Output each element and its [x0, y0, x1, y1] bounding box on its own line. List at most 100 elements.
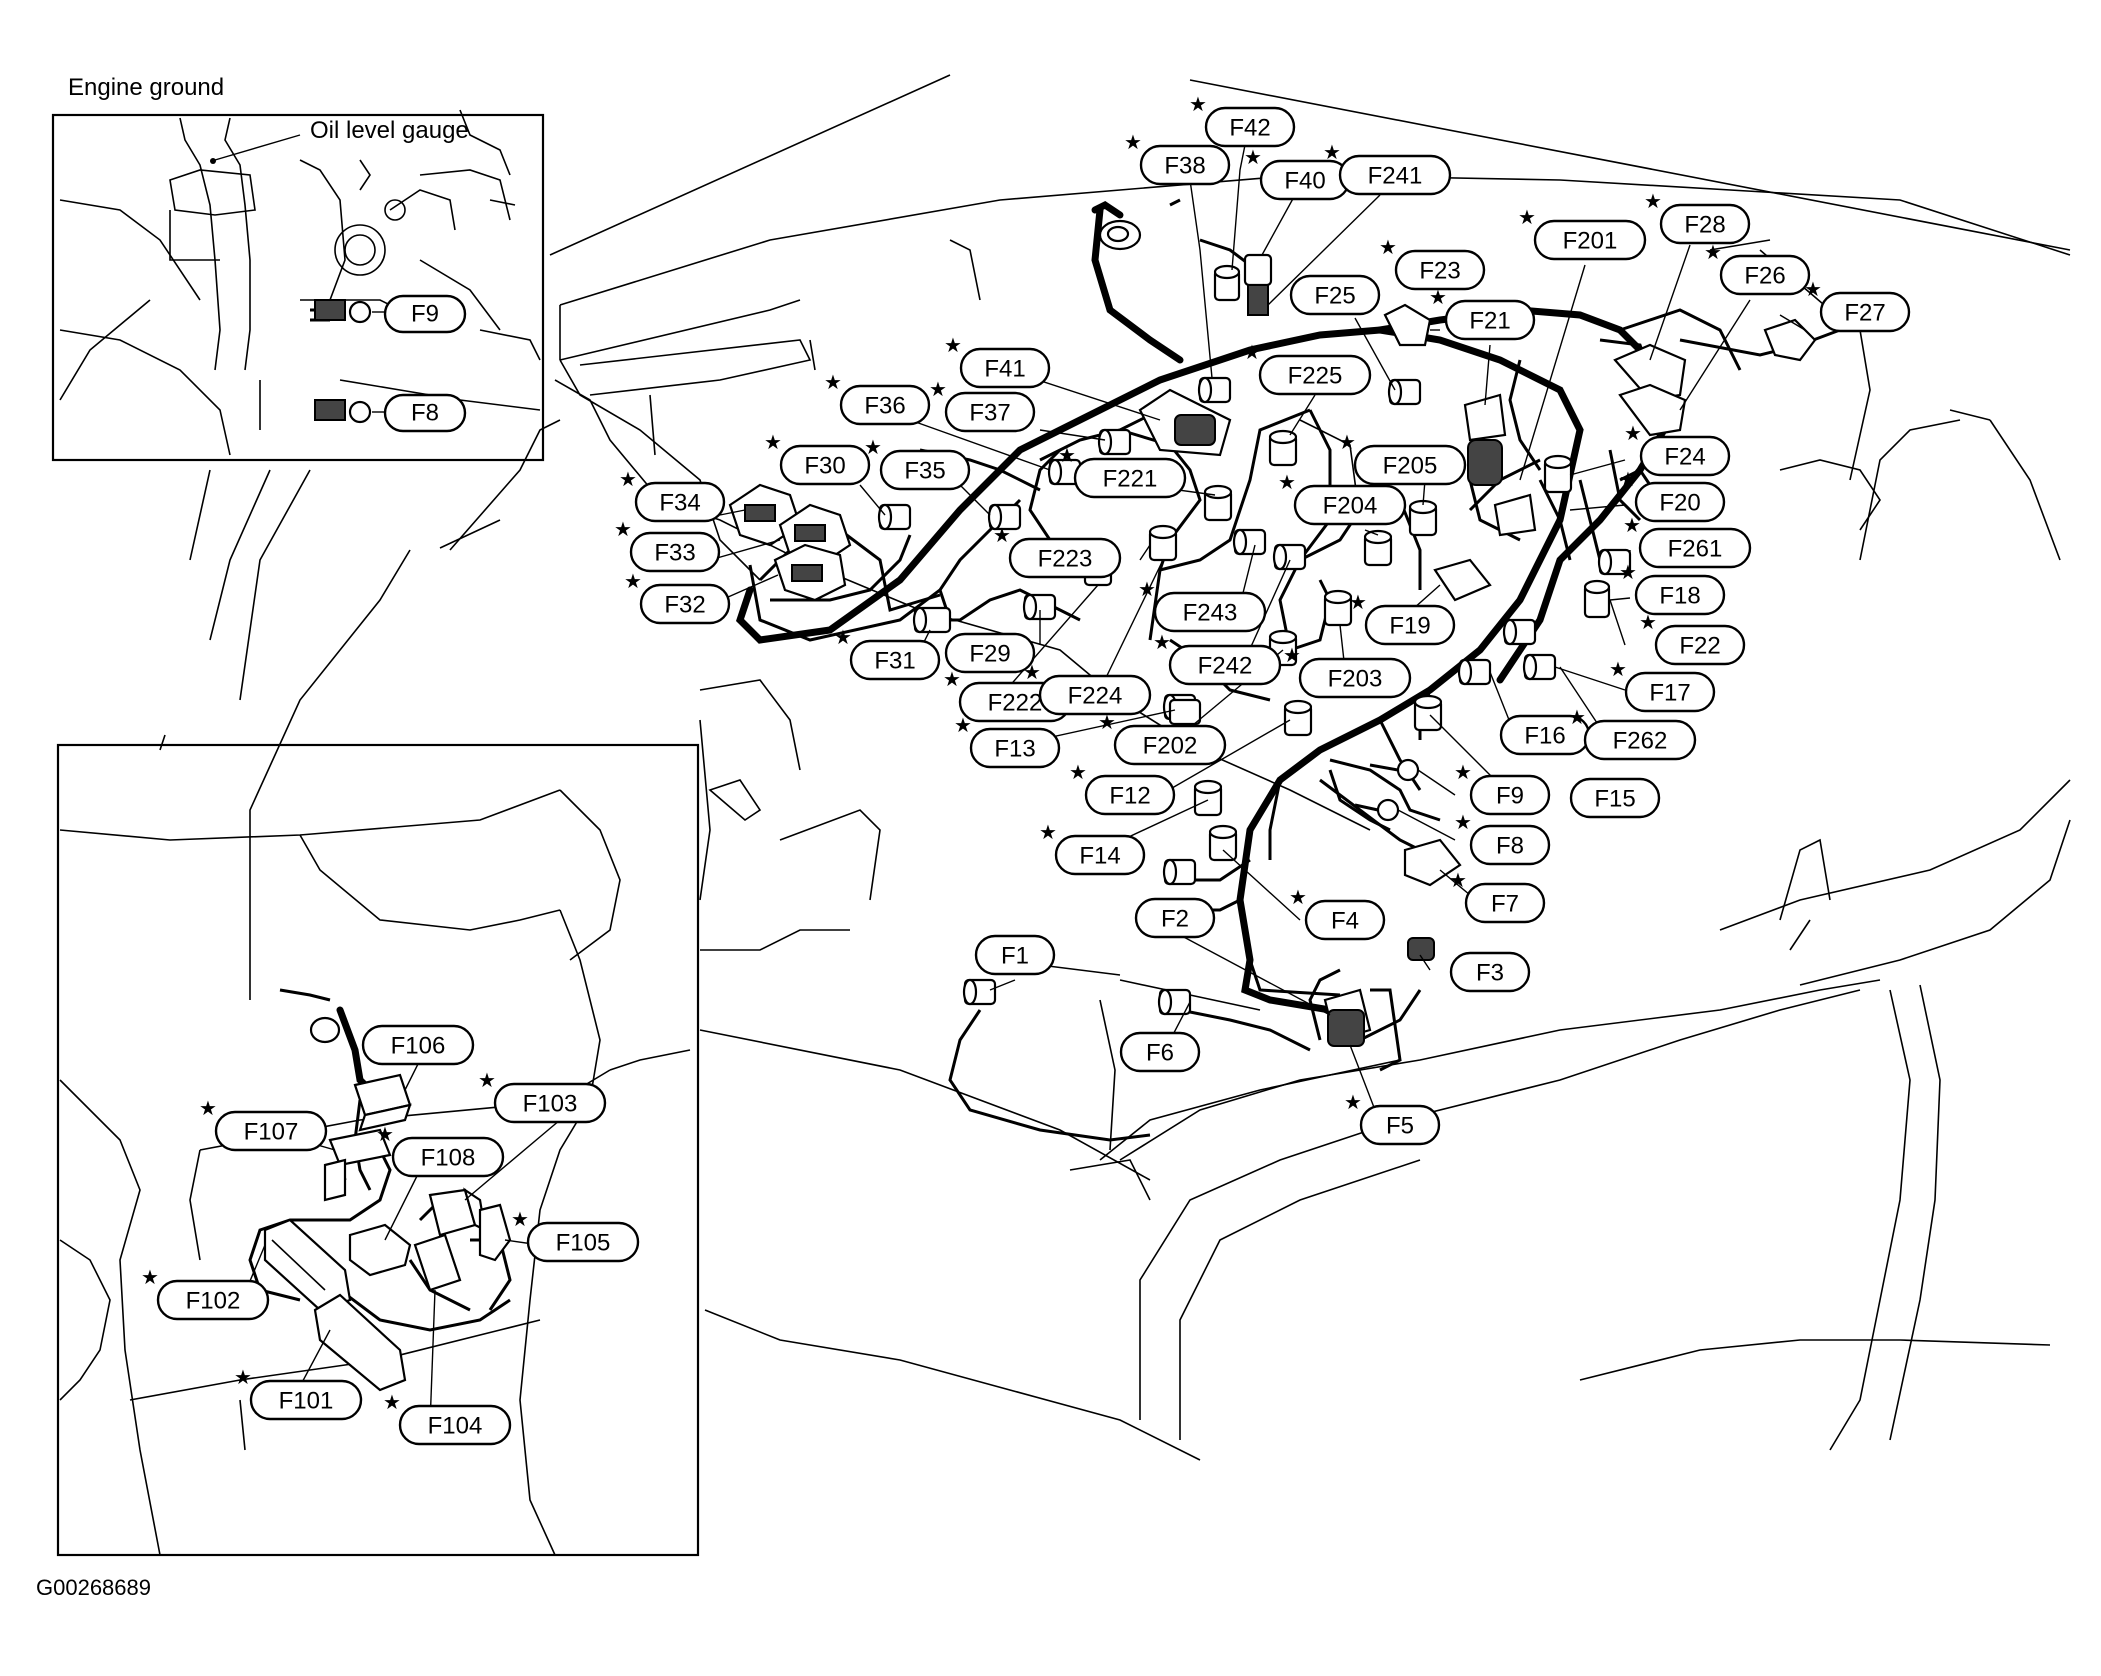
callout-label: F6 — [1146, 1040, 1174, 1067]
callout-label: F107 — [244, 1119, 299, 1146]
connector-f105 — [478, 1203, 512, 1262]
callout-bubble — [1659, 203, 1751, 245]
callout-f7: F7★ — [1449, 868, 1546, 924]
star-icon: ★ — [1609, 657, 1627, 681]
callout-f8: F8★ — [1454, 810, 1551, 866]
callout-label: F2 — [1161, 906, 1189, 933]
inset-callout-f102: F102★ — [141, 1265, 270, 1321]
callout-label: F17 — [1649, 680, 1690, 707]
callout-bubble — [398, 1404, 512, 1446]
callout-bubble — [526, 1221, 640, 1263]
callout-label: F29 — [969, 641, 1010, 668]
star-icon: ★ — [1644, 189, 1662, 213]
callout-f42: F42★ — [1189, 92, 1296, 148]
callout-label: F103 — [523, 1091, 578, 1118]
callout-f2: F2 — [1134, 897, 1216, 939]
callout-label: F205 — [1383, 453, 1438, 480]
inset-title: Engine ground — [68, 74, 224, 101]
inset-callout-f105: F105★ — [511, 1207, 640, 1263]
connector-f31 — [912, 606, 952, 634]
connector-f33 — [778, 503, 852, 567]
callout-label: F202 — [1143, 733, 1198, 760]
callout-f204: F204 ★ — [1278, 470, 1407, 526]
connector-f201 — [1493, 493, 1537, 537]
callout-bubble — [1639, 435, 1731, 477]
callout-label: F204 — [1323, 493, 1378, 520]
callout-bubble — [959, 347, 1051, 389]
star-icon: ★ — [376, 1122, 394, 1146]
callout-f202: F202★ — [1098, 710, 1227, 766]
callout-label: F20 — [1659, 490, 1700, 517]
star-icon: ★ — [1619, 467, 1637, 491]
callout-f1: F1 — [974, 934, 1056, 976]
connector-f22 — [1583, 579, 1611, 619]
callout-f17: F17 ★ — [1609, 657, 1716, 713]
star-icon: ★ — [1804, 277, 1822, 301]
callout-f35: F35★ — [864, 435, 971, 491]
connector-f36 — [1047, 458, 1082, 486]
callout-bubble — [1634, 481, 1726, 523]
star-icon: ★ — [1058, 443, 1076, 467]
inset-frame-bottom — [56, 743, 700, 1557]
callout-f41: F41 ★ — [944, 333, 1051, 389]
callout-f223: F223★ — [993, 523, 1122, 579]
callout-bubble — [1134, 897, 1216, 939]
star-icon: ★ — [234, 1365, 252, 1389]
callout-bubble — [1469, 824, 1551, 866]
star-icon: ★ — [943, 667, 961, 691]
callout-bubble — [639, 583, 731, 625]
star-icon: ★ — [993, 523, 1011, 547]
callout-label: F221 — [1103, 466, 1158, 493]
callout-f33: F33★ — [614, 517, 721, 573]
connector-f16 — [1457, 658, 1492, 686]
callout-bubble — [1353, 444, 1467, 486]
connector-f40 — [1243, 253, 1273, 316]
callout-label: F37 — [969, 400, 1010, 427]
connector-f37 — [1097, 428, 1132, 456]
connector-f3 — [1407, 937, 1435, 961]
inset-bottom — [56, 743, 700, 1557]
connector-f41 — [1138, 388, 1232, 457]
callout-label: F222 — [988, 690, 1043, 717]
star-icon: ★ — [1278, 470, 1296, 494]
star-icon: ★ — [1124, 130, 1142, 154]
star-icon: ★ — [1429, 285, 1447, 309]
connector-f103 — [428, 1187, 487, 1237]
callout-f38: F38★ — [1124, 130, 1231, 186]
callout-bubble — [1168, 644, 1282, 686]
callout-label: F5 — [1386, 1113, 1414, 1140]
callout-f37: F37★ — [929, 377, 1036, 433]
callout-bubble — [944, 632, 1036, 674]
star-icon: ★ — [1639, 610, 1657, 634]
callout-label: F15 — [1594, 786, 1635, 813]
connectors — [728, 219, 1817, 1047]
star-icon: ★ — [834, 625, 852, 649]
callout-f18: F18★ — [1619, 560, 1726, 616]
callout-bubble — [1338, 154, 1452, 196]
callout-bubble — [879, 449, 971, 491]
star-icon: ★ — [1624, 421, 1642, 445]
callout-label: F41 — [984, 356, 1025, 383]
connector-f101 — [313, 1293, 407, 1392]
star-icon: ★ — [141, 1265, 159, 1289]
callout-label: F32 — [664, 592, 705, 619]
connector-f243 — [1232, 528, 1267, 556]
callout-bubble — [1119, 1031, 1201, 1073]
star-icon: ★ — [1138, 577, 1156, 601]
callout-f29: F29 — [944, 632, 1036, 674]
callout-f32: F32★ — [624, 569, 731, 625]
callout-bubble — [1819, 291, 1911, 333]
callout-bubble — [1654, 624, 1746, 666]
callout-label: F108 — [421, 1145, 476, 1172]
callout-label: F261 — [1668, 536, 1723, 563]
inset-callout-f101: F101★ — [234, 1365, 363, 1421]
callout-f13: F13★ — [954, 713, 1061, 769]
callout-bubble — [1298, 657, 1412, 699]
callout-label: F201 — [1563, 228, 1618, 255]
connector-f14 — [1193, 779, 1223, 817]
star-icon: ★ — [478, 1068, 496, 1092]
callout-layer: F42★F38★F40★F241★F201★F28★F26★F27★F23★F2… — [614, 92, 1911, 1146]
callout-bubble — [1073, 457, 1187, 499]
callout-f31: F31★ — [834, 625, 941, 681]
star-icon: ★ — [944, 333, 962, 357]
